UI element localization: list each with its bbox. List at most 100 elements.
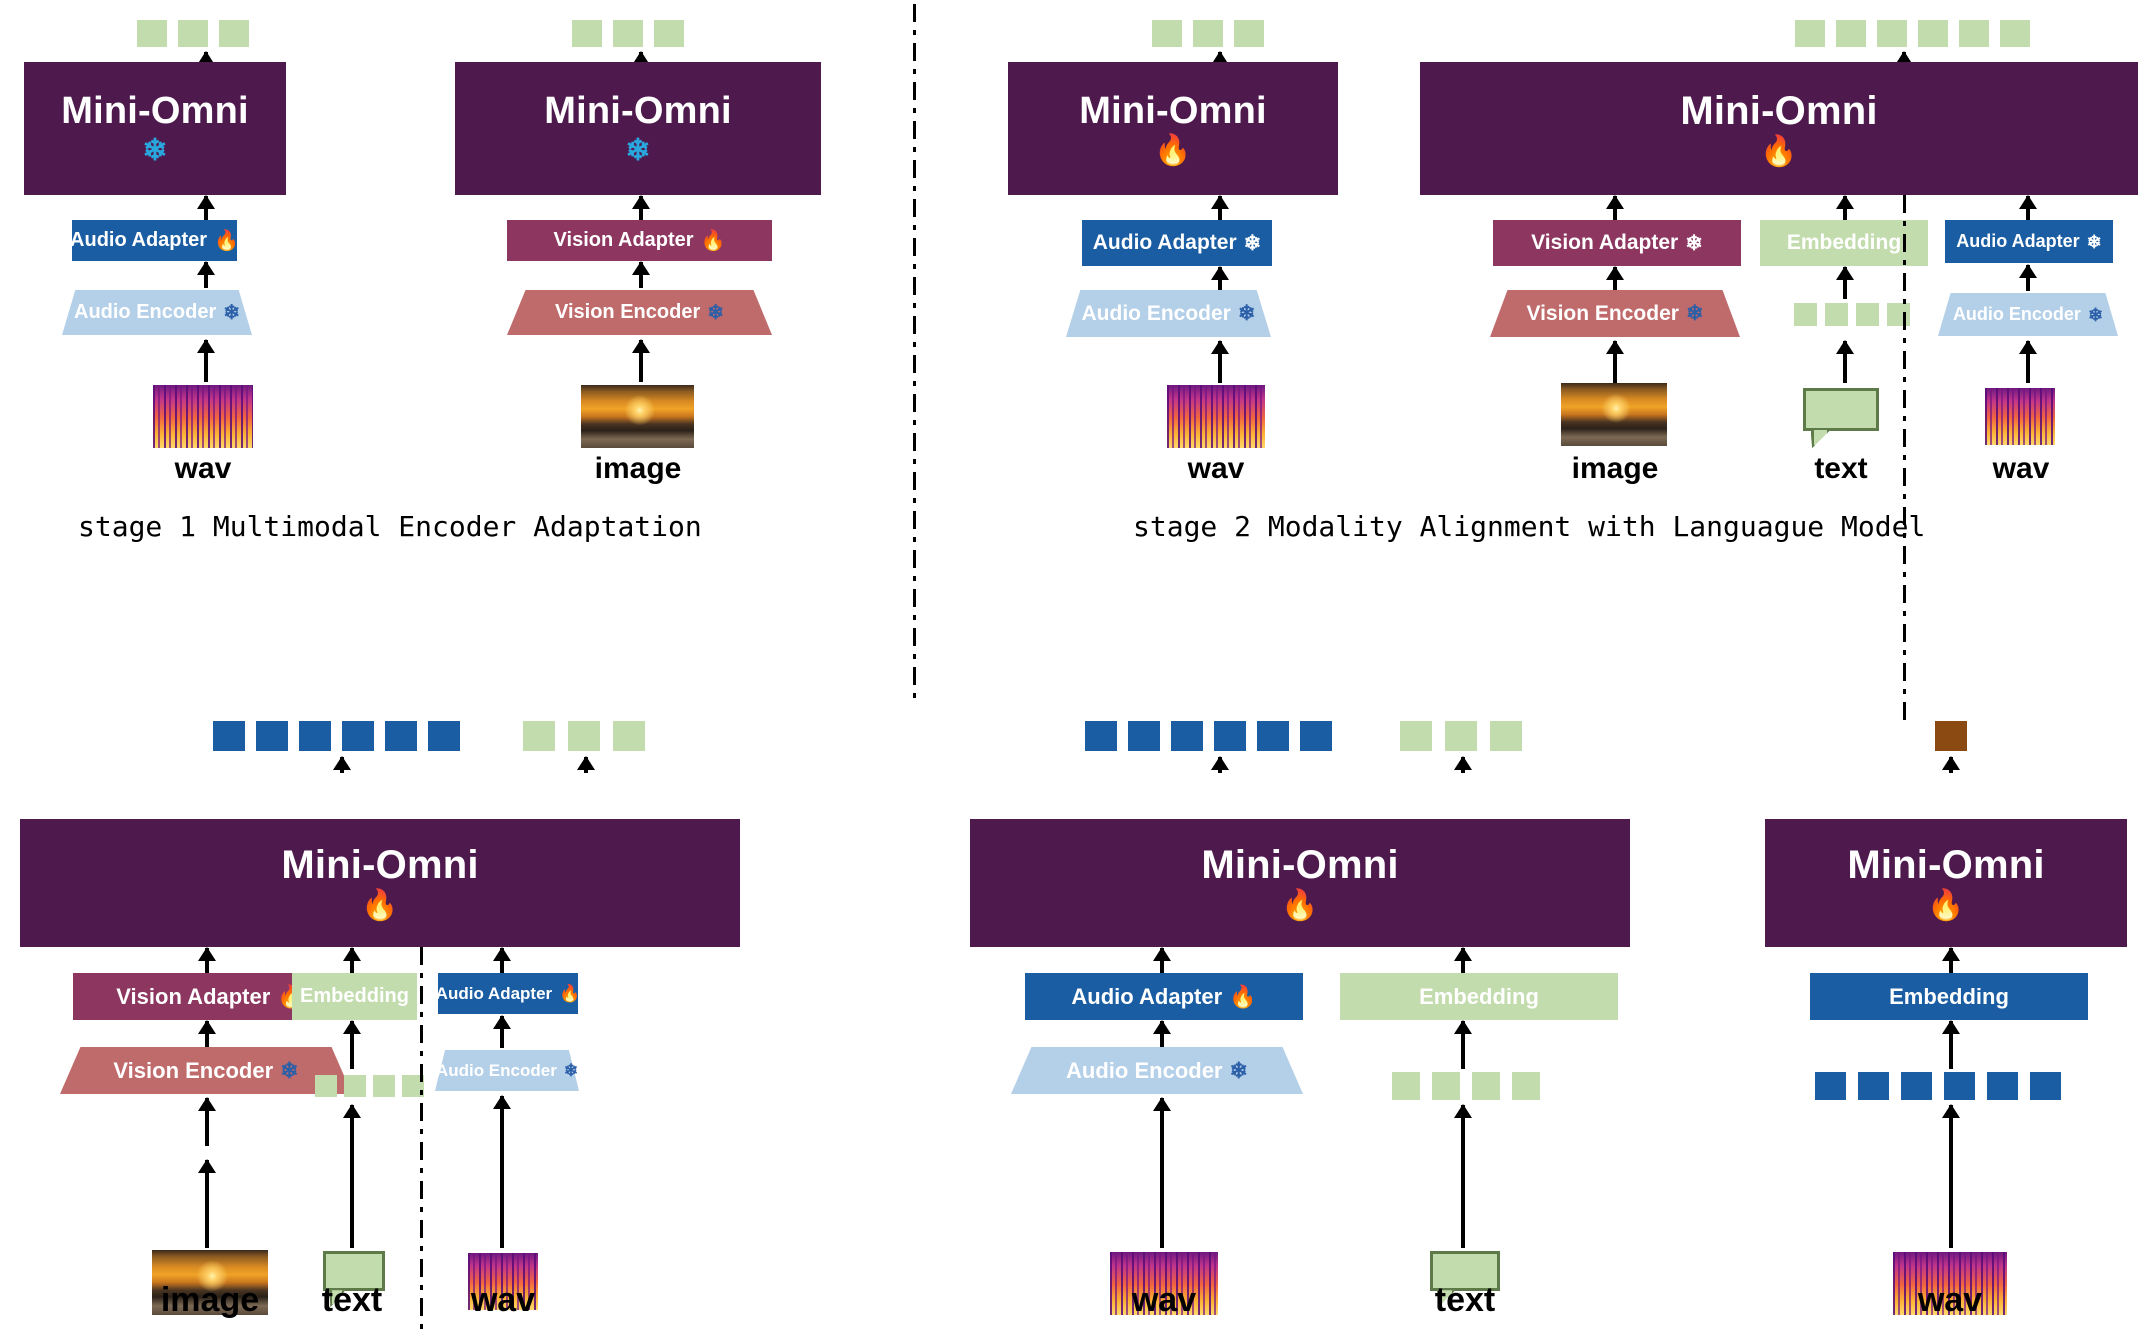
arrow-up <box>198 1159 216 1248</box>
stage3-audio-encoder: Audio Encoder❄ <box>435 1050 579 1091</box>
stage3-vision-encoder: Vision Encoder❄ <box>60 1047 352 1094</box>
token-green <box>137 20 167 47</box>
arrow-up <box>1836 195 1854 220</box>
snowflake-icon: ❄ <box>1685 302 1704 325</box>
snowflake-icon: ❄ <box>1237 302 1256 325</box>
embedding-label: Embedding <box>300 985 409 1007</box>
stage4-llm-box: Mini-Omni 🔥 <box>970 819 1630 947</box>
arrow-up <box>493 1015 511 1048</box>
arrow-up <box>632 339 650 382</box>
adapter-label: Vision Adapter <box>553 229 694 251</box>
stage2-vision-encoder: Vision Encoder❄ <box>1490 290 1740 337</box>
fire-icon: 🔥 <box>214 229 239 252</box>
arrow-up <box>1942 1020 1960 1069</box>
arrow-up <box>1153 1097 1171 1248</box>
stage3-llm-box: Mini-Omni 🔥 <box>20 819 740 947</box>
adapter-label: Audio Adapter <box>70 229 208 251</box>
fire-icon: 🔥 <box>559 984 581 1003</box>
llm-title: Mini-Omni <box>544 89 732 132</box>
stage3-text-input-caption: text <box>321 1281 383 1319</box>
arrow-up <box>632 195 650 220</box>
stage2-vision-adapter: Vision Adapter ❄ <box>1493 220 1741 266</box>
stage2-text-input-bubble <box>1803 388 1879 448</box>
arrow-up <box>343 947 361 973</box>
adapter-label: Vision Adapter <box>116 983 271 1009</box>
encoder-label: Vision Encoder <box>555 301 701 323</box>
token-blue <box>1858 1072 1889 1100</box>
token-green <box>1234 20 1264 47</box>
stage4-audio-input-caption: wav <box>1131 1281 1197 1319</box>
stage2-audio-llm-box: Mini-Omni 🔥 <box>1008 62 1338 195</box>
stage2-audio-input-spectrogram <box>1167 385 1265 448</box>
token-green <box>568 721 600 751</box>
token-green <box>613 20 643 47</box>
adapter-label: Vision Adapter <box>1531 231 1679 254</box>
token-green <box>523 721 555 751</box>
token-green <box>1472 1072 1500 1100</box>
fire-icon: 🔥 <box>361 889 399 922</box>
token-green <box>2000 20 2030 47</box>
token-green <box>1445 721 1477 751</box>
adapter-label: Audio Adapter <box>1071 983 1223 1009</box>
fire-icon: 🔥 <box>700 229 726 252</box>
stage4-audio-adapter: Audio Adapter🔥 <box>1025 973 1303 1020</box>
token-green <box>1400 721 1432 751</box>
arrow-up <box>343 1020 361 1069</box>
arrow-up <box>493 1095 511 1248</box>
arrow-up <box>1153 1020 1171 1048</box>
token-green <box>654 20 684 47</box>
snowflake-icon: ❄ <box>707 301 724 324</box>
arrow-up <box>1454 1104 1472 1248</box>
stage1-vision-llm-box: Mini-Omni ❄ <box>455 62 821 195</box>
token-blue <box>428 721 460 751</box>
stage1-audio-encoder: Audio Encoder❄ <box>62 290 252 335</box>
snowflake-icon: ❄ <box>2087 304 2104 325</box>
stage1-audio-llm-box: Mini-Omni ❄ <box>24 62 286 195</box>
arrow-up <box>1836 266 1854 299</box>
embedding-label: Embedding <box>1419 983 1539 1009</box>
stage5-embedding: Embedding <box>1810 973 2088 1020</box>
snowflake-icon: ❄ <box>280 1057 299 1083</box>
fire-icon: 🔥 <box>1927 889 1965 922</box>
stage3-inner-divider <box>420 947 423 1332</box>
stage3-text-embedding: Embedding <box>292 973 417 1020</box>
stage1-audio-input-spectrogram <box>153 385 253 448</box>
encoder-label: Audio Encoder <box>1952 304 2081 324</box>
stage3-output-tokens-blue <box>213 721 460 751</box>
stage4-output-tokens-blue <box>1085 721 1332 751</box>
token-blue <box>1085 721 1117 751</box>
llm-title: Mini-Omni <box>1079 89 1267 132</box>
token-green <box>1193 20 1223 47</box>
arrow-up <box>632 261 650 288</box>
stage1-vision-output-tokens <box>572 20 684 47</box>
arrow-up <box>1454 1020 1472 1069</box>
stage2-mm-output-tokens <box>1795 20 2030 47</box>
arrow-up <box>1211 51 1229 65</box>
token-green <box>613 721 645 751</box>
encoder-label: Audio Encoder <box>1066 1057 1223 1083</box>
stage2-audio2-input-spectrogram <box>1985 388 2055 445</box>
arrow-up <box>1454 756 1472 773</box>
adapter-label: Audio Adapter <box>1956 231 2080 251</box>
arrow-up <box>1895 51 1913 65</box>
arrow-up <box>2019 264 2037 291</box>
stage1-vision-encoder: Vision Encoder ❄ <box>507 290 772 335</box>
stage2-text-input-caption: text <box>1814 452 1868 485</box>
snowflake-icon: ❄ <box>223 301 240 324</box>
stage4-text-token-row <box>1392 1072 1540 1100</box>
snowflake-icon: ❄ <box>2086 231 2102 252</box>
token-green <box>178 20 208 47</box>
stage2-mm-llm-box: Mini-Omni 🔥 <box>1420 62 2138 195</box>
token-blue <box>213 721 245 751</box>
arrow-up <box>493 947 511 973</box>
llm-title: Mini-Omni <box>1201 843 1399 887</box>
token-blue <box>1128 721 1160 751</box>
snowflake-icon: ❄ <box>1685 231 1703 255</box>
arrow-up <box>197 339 215 382</box>
stage3-text-token-row <box>315 1075 424 1097</box>
stage2-vision-input-caption: image <box>1571 452 1659 485</box>
token-green <box>1152 20 1182 47</box>
snowflake-icon: ❄ <box>625 133 651 167</box>
token-blue <box>385 721 417 751</box>
stage4-audio-encoder: Audio Encoder❄ <box>1011 1047 1303 1094</box>
